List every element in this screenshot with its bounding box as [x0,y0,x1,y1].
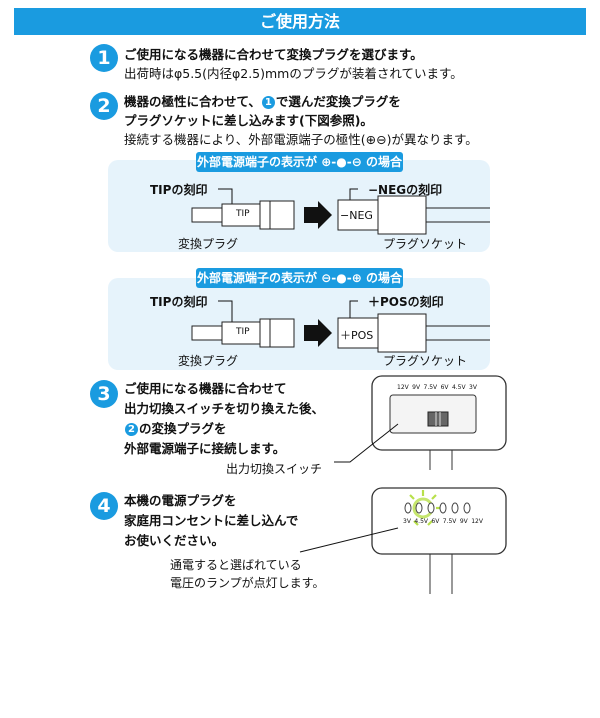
switch-caption: 出力切換スイッチ [226,462,323,476]
lamp-caption-2: 電圧のランプが点灯します。 [170,576,325,590]
plug-name-1: 変換プラグ [178,237,239,251]
lamp-voltage-label: 7.5V [442,518,457,525]
step-3-line-2: 出力切換スイッチを切り換えた後、 [124,401,325,416]
step-1-number: 1 [90,44,118,72]
step-4-line-3: お使いください。 [124,533,225,548]
switch-voltage-labels: 12V 9V 7.5V 6V 4.5V 3V [397,384,477,391]
step-1-line-1: ご使用になる機器に合わせて変換プラグを選びます。 [124,47,423,62]
adapter-switch-illustration [334,375,507,470]
step-2-line-2: プラグソケットに差し込みます(下図参照)。 [124,113,373,128]
socket-neg-mark: −NEG [340,209,373,222]
page-title: ご使用方法 [14,8,586,35]
switch-voltage-label: 12V [397,384,409,391]
plug-name-2: 変換プラグ [178,354,239,368]
step-4-line-1: 本機の電源プラグを [124,493,237,508]
step-4-number: 4 [90,492,118,520]
plug-socket-illustration-1 [191,188,490,235]
switch-voltage-label: 4.5V [451,384,466,391]
plug-socket-illustration-2 [191,300,490,353]
lamp-voltage-labels: 3V 4.5V 6V 7.5V 9V 12V [403,518,483,525]
pos-label: ＋POSの刻印 [368,295,444,309]
polarity-panel-2-title: 外部電源端子の表示が ⊖-●-⊕ の場合 [196,268,403,288]
step-4-line-2: 家庭用コンセントに差し込んで [124,513,299,528]
switch-voltage-label: 3V [469,384,477,391]
adapter-lamp-illustration [299,487,507,594]
step-3-number: 3 [90,380,118,408]
tip-label-1: TIPの刻印 [150,183,208,197]
tip-label-2: TIPの刻印 [150,295,208,309]
socket-pos-mark: ＋POS [340,329,374,342]
plug-tip-mark-2: TIP [236,327,250,337]
lamp-voltage-label: 9V [459,518,468,525]
step-3-line-1: ご使用になる機器に合わせて [124,381,287,396]
lamp-voltage-label: 12V [471,518,483,525]
lamp-caption-1: 通電すると選ばれている [170,558,302,572]
step-1-line-2: 出荷時はφ5.5(内径φ2.5)mmのプラグが装着されています。 [124,66,463,81]
switch-voltage-label: 9V [412,384,421,391]
lamp-voltage-label: 4.5V [414,518,428,525]
neg-label: −NEGの刻印 [368,183,443,197]
step-3-line-4: 外部電源端子に接続します。 [124,441,286,456]
lamp-voltage-label: 3V [403,518,411,525]
step-2-line-3: 接続する機器により、外部電源端子の極性(⊕⊖)が異なります。 [124,132,478,147]
step-1-ref-badge: 1 [261,96,275,109]
plug-tip-mark-1: TIP [236,209,250,219]
polarity-panel-1-title: 外部電源端子の表示が ⊕-●-⊖ の場合 [196,152,403,172]
step-2-number: 2 [90,92,118,120]
socket-name-1: プラグソケット [383,237,468,251]
switch-voltage-label: 7.5V [423,384,438,391]
lamp-voltage-label: 6V [431,518,440,525]
step-2-ref-badge: 2 [125,423,138,436]
socket-name-2: プラグソケット [383,354,468,368]
switch-voltage-label: 6V [440,384,449,391]
